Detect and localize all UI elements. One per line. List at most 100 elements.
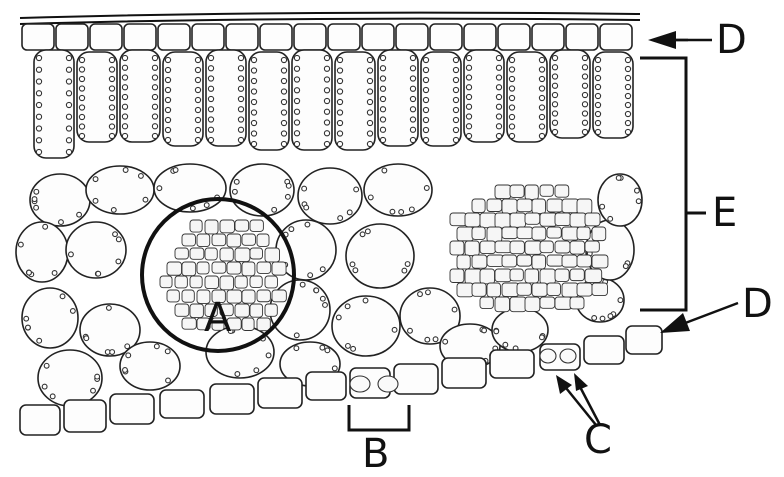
chloroplast [552,120,557,125]
label-e: E [712,193,737,233]
chloroplast [208,117,213,122]
chloroplast [338,216,343,221]
chloroplast [154,344,159,349]
chloroplast [238,66,243,71]
vein-cell [205,248,217,260]
chloroplast [165,117,170,122]
vein-cell [190,220,202,232]
chloroplast [336,315,341,320]
vein-cell [487,227,502,242]
chloroplast [539,133,544,138]
chloroplast [195,57,200,62]
vein-cell [160,276,172,288]
chloroplast [423,117,428,122]
vein-cell [495,269,511,282]
upper-epidermis-cell [158,24,190,50]
vein-cell [547,199,563,212]
chloroplast [410,76,415,81]
vein-cell [487,283,501,297]
upper-epidermis-cell [294,24,326,50]
vein-cell [487,255,504,266]
chloroplast [109,133,114,138]
chloroplast [238,117,243,122]
chloroplast [116,237,121,242]
chloroplast [37,338,42,343]
chloroplast [69,252,74,257]
chloroplast [380,107,385,112]
chloroplast [367,110,372,115]
chloroplast [380,127,385,132]
chloroplast [66,67,71,72]
vein-cell [540,241,553,253]
chloroplast [582,55,587,60]
vein-cell [167,290,179,302]
chloroplast [595,120,600,125]
chloroplast [302,186,307,191]
spongy-cell [346,224,414,288]
chloroplast [509,124,514,129]
vein-cell [450,241,464,255]
vein-cell [465,213,480,227]
chloroplast [425,337,430,342]
chloroplast [380,76,385,81]
vein-cell [495,297,510,312]
chloroplast [66,126,71,131]
chloroplast [251,89,256,94]
chloroplast [582,65,587,70]
vein-cell [205,276,218,289]
chloroplast [152,55,157,60]
vein-cell [205,220,218,234]
vein-cell [250,304,263,317]
chloroplast [496,55,501,60]
chloroplast [324,131,329,136]
chloroplast [251,131,256,136]
vein-cell [480,241,495,254]
chloroplast [66,102,71,107]
vein-cell [190,248,204,259]
chloroplast [152,104,157,109]
vein-cell [532,199,545,214]
vein-cell [517,227,533,239]
chloroplast [122,104,127,109]
vein-cell [235,276,247,288]
vein-cell [562,199,579,213]
spongy-cell [16,222,68,282]
chloroplast [390,209,395,214]
chloroplast [195,77,200,82]
chloroplast [208,137,213,142]
chloroplast [496,104,501,109]
lower-epidermis-cell [160,390,204,418]
vein-cell [465,241,479,256]
chloroplast [402,268,407,273]
chloroplast [346,344,351,349]
vein-cell [585,241,599,252]
vein-cell [212,262,226,273]
chloroplast [266,353,271,358]
chloroplast [109,105,114,110]
chloroplast [496,85,501,90]
chloroplast [294,88,299,93]
chloroplast [66,149,71,154]
vein-cell [265,304,277,316]
pointer-c-right-head [574,373,588,391]
chloroplast [195,87,200,92]
chloroplast [251,57,256,62]
guard-cell [560,349,576,363]
chloroplast [539,114,544,119]
vein-cell [242,318,254,330]
chloroplast [195,107,200,112]
chloroplast [625,66,630,71]
chloroplast [337,89,342,94]
guard-cell [540,349,556,363]
chloroplast [50,394,55,399]
chloroplast [123,168,128,173]
chloroplast [466,124,471,129]
vein-cell [510,241,524,254]
chloroplast [552,129,557,134]
chloroplast [281,78,286,83]
chloroplast [539,95,544,100]
chloroplast [52,271,57,276]
chloroplast [423,67,428,72]
chloroplast [122,55,127,60]
chloroplast [152,65,157,70]
